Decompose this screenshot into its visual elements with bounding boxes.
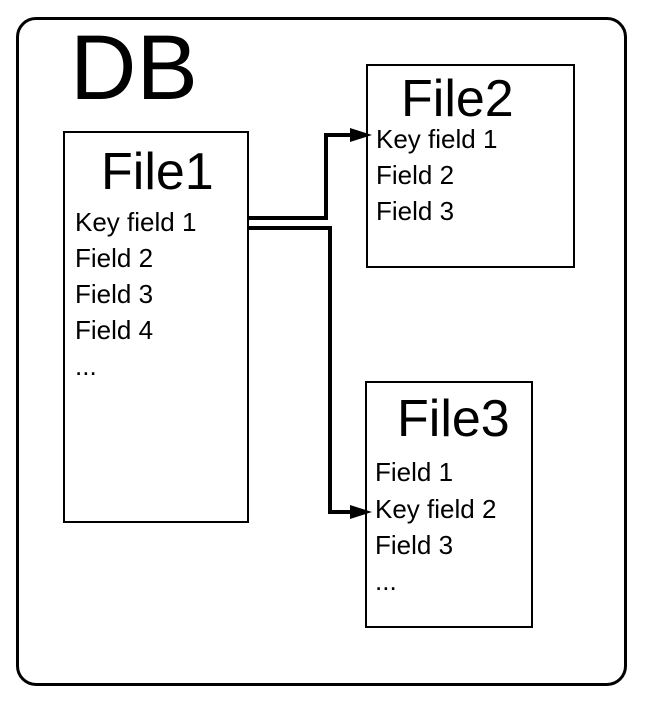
file1-field-key-field-1: Key field 1 bbox=[75, 207, 197, 237]
arrowhead-file2 bbox=[350, 128, 372, 142]
file3-field-key-field-2: Key field 2 bbox=[375, 494, 497, 524]
db-title: DB bbox=[70, 17, 198, 119]
file2-field-2: Field 2 bbox=[376, 160, 455, 190]
file1-title: File1 bbox=[101, 143, 214, 201]
file1-box bbox=[63, 131, 249, 523]
file3-field-ellipsis: ... bbox=[375, 566, 397, 596]
file3-field-3: Field 3 bbox=[375, 530, 454, 560]
file3-field-1: Field 1 bbox=[375, 457, 454, 487]
file3-title: File3 bbox=[397, 390, 510, 448]
file2-title: File2 bbox=[401, 70, 514, 128]
link-file1-to-file3 bbox=[249, 226, 352, 514]
arrowhead-file3 bbox=[350, 505, 372, 519]
link-file1-to-file2 bbox=[249, 133, 352, 220]
file1-field-3: Field 3 bbox=[75, 279, 154, 309]
file2-box bbox=[366, 64, 575, 268]
db-container bbox=[16, 17, 627, 686]
file1-field-2: Field 2 bbox=[75, 243, 154, 273]
file3-box bbox=[365, 381, 533, 628]
file2-field-key-field-1: Key field 1 bbox=[376, 124, 498, 154]
file1-field-ellipsis: ... bbox=[75, 351, 97, 381]
file2-field-3: Field 3 bbox=[376, 196, 455, 226]
file1-field-4: Field 4 bbox=[75, 315, 154, 345]
